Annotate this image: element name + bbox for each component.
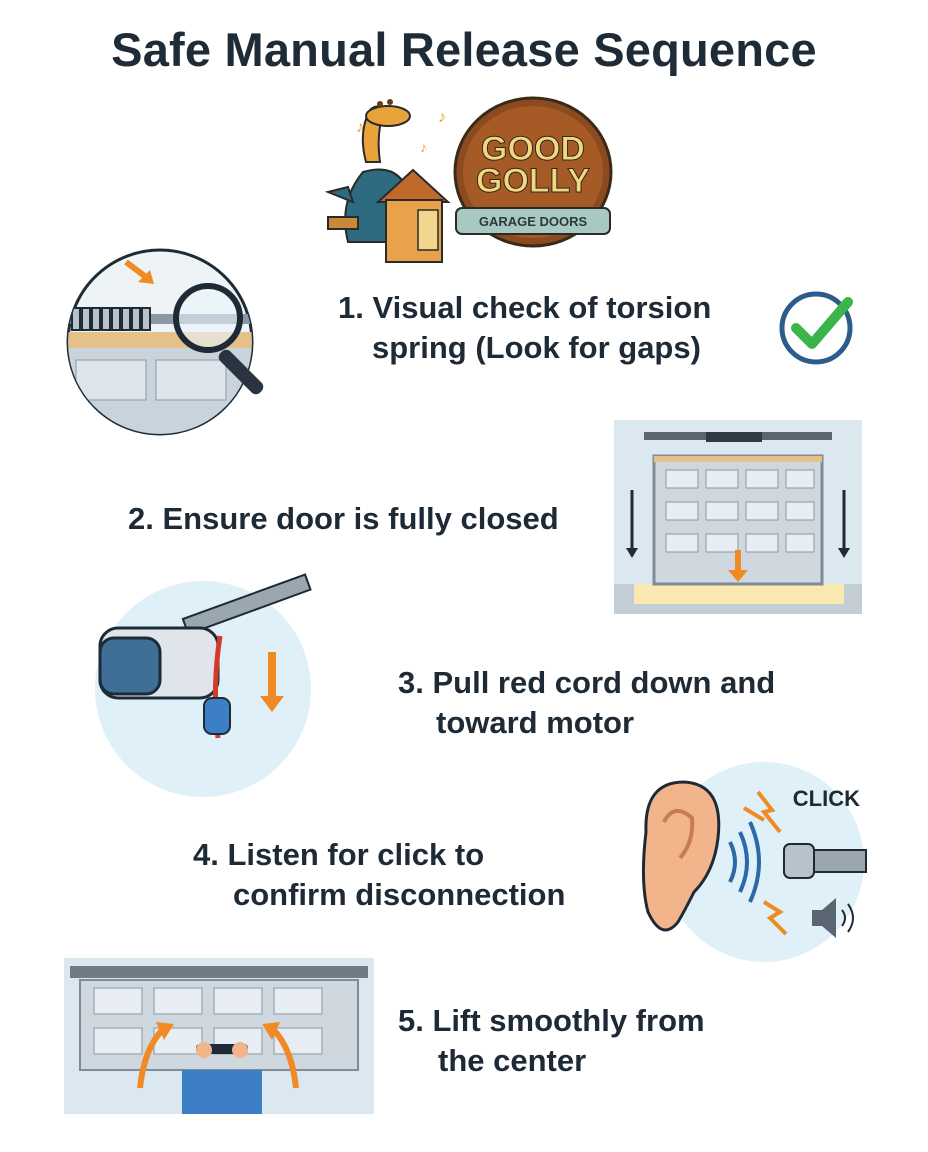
step-5-line-2: the center: [438, 1043, 587, 1078]
up-arrow-icon: [156, 1022, 174, 1040]
checkmark-icon: [779, 291, 853, 365]
torsion-spring-illustration: [66, 248, 264, 436]
step-3-line-1: 3. Pull red cord down and: [398, 665, 776, 700]
svg-text:♪: ♪: [356, 119, 364, 136]
closed-garage-door-illustration: [614, 420, 862, 614]
step-3-line-2: toward motor: [436, 705, 635, 740]
step-4-line-1: 4. Listen for click to: [193, 837, 485, 872]
svg-text:♪: ♪: [438, 109, 446, 126]
opener-red-cord-illustration: [95, 573, 312, 797]
magnifier-icon: [173, 283, 264, 395]
click-label: CLICK: [793, 786, 860, 811]
up-arrow-icon-right: [262, 1022, 280, 1040]
down-arrow-icon: [260, 696, 284, 712]
logo-line-3: GARAGE DOORS: [479, 214, 588, 229]
lift-door-illustration: [64, 958, 374, 1114]
step-4-line-2: confirm disconnection: [233, 877, 566, 912]
svg-text:♪: ♪: [420, 139, 427, 155]
ear-click-illustration: CLICK: [641, 762, 867, 962]
logo-line-1: GOOD: [481, 130, 585, 168]
step-5-line-1: 5. Lift smoothly from: [398, 1003, 705, 1038]
page-title: Safe Manual Release Sequence: [111, 23, 817, 76]
speaker-icon: [812, 898, 854, 938]
good-golly-logo: ♪ ♪ ♪ GOOD GOLLY GARAGE DOORS: [324, 96, 613, 263]
house-icon: [375, 168, 451, 263]
step-1-line-1: 1. Visual check of torsion: [338, 290, 712, 325]
step-1-line-2: spring (Look for gaps): [372, 330, 701, 365]
step-2-line-1: 2. Ensure door is fully closed: [128, 501, 559, 536]
spark-icon: [756, 790, 782, 834]
logo-line-2: GOLLY: [476, 162, 590, 200]
